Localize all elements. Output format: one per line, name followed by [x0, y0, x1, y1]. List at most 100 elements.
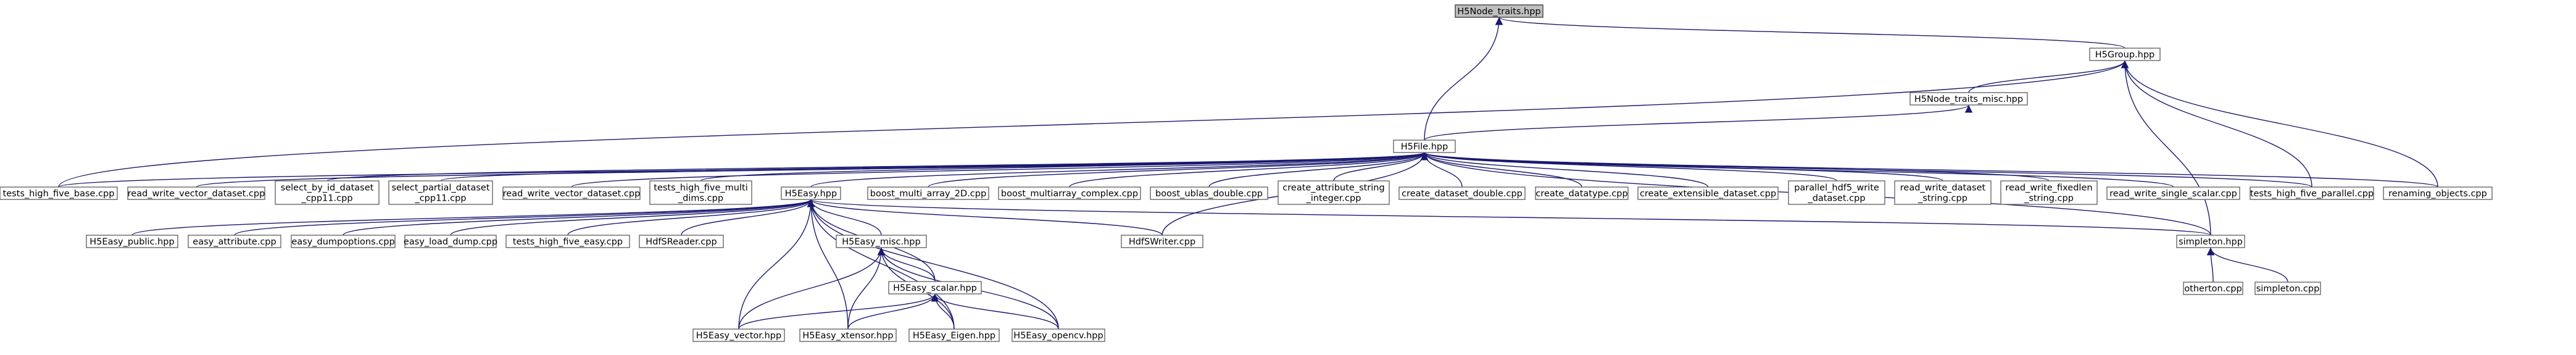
node-box — [275, 180, 380, 205]
node-box — [1637, 186, 1779, 200]
graph-node-create-datatype-cpp[interactable]: create_datatype.cpp — [1535, 186, 1629, 200]
node-label: _string.cpp — [2024, 194, 2074, 204]
node-box — [1398, 186, 1526, 200]
node-label: H5Node_traits.hpp — [1457, 7, 1540, 17]
graph-node-simpleton-cpp[interactable]: simpleton.cpp — [2254, 282, 2321, 295]
node-box — [2254, 282, 2321, 295]
node-label: H5Easy.hpp — [785, 189, 837, 199]
graph-node-h5easy-hpp[interactable]: H5Easy.hpp — [781, 186, 841, 200]
node-label: boost_multi_array_2D.cpp — [870, 189, 986, 199]
edge-n3-to-n2 — [1424, 104, 1972, 141]
graph-node-h5file-hpp[interactable]: H5File.hpp — [1393, 140, 1456, 153]
graph-node-read-write-single-scalar-cpp[interactable]: read_write_single_scalar.cpp — [2106, 186, 2240, 200]
graph-node-hdfswriter-cpp[interactable]: HdfSWriter.cpp — [1121, 235, 1203, 248]
edge-n37-to-n30 — [847, 247, 886, 330]
edge-n31-to-n10 — [807, 199, 1163, 236]
graph-node-easy-dumpoptions-cpp[interactable]: easy_dumpoptions.cpp — [291, 235, 396, 248]
graph-node-simpleton-hpp[interactable]: simpleton.hpp — [2176, 235, 2245, 248]
edge-n26-to-n10 — [343, 199, 815, 236]
graph-node-tests-high-five-easy-cpp[interactable]: tests_high_five_easy.cpp — [505, 235, 630, 248]
node-label: select_by_id_dataset — [281, 183, 374, 193]
node-label: read_write_vector_dataset.cpp — [503, 189, 641, 199]
edge-n22-to-n3 — [1421, 152, 2312, 188]
graph-node-h5easy-scalar-hpp[interactable]: H5Easy_scalar.hpp — [888, 281, 982, 294]
node-label: easy_load_dump.cpp — [404, 237, 497, 247]
edge-n16-to-n3 — [1420, 152, 1582, 188]
node-label: read_write_dataset — [1900, 183, 1986, 193]
graph-node-tests-high-five-multi-dims-cpp[interactable]: tests_high_five_multi_dims.cpp — [649, 180, 752, 205]
graph-node-read-write-vector-dataset-cpp[interactable]: read_write_vector_dataset.cpp — [502, 186, 641, 200]
node-label: select_partial_dataset — [391, 183, 489, 193]
graph-node-renaming-objects-cpp[interactable]: renaming_objects.cpp — [2383, 186, 2493, 200]
graph-node-easy-attribute-cpp[interactable]: easy_attribute.cpp — [188, 235, 281, 248]
node-box — [291, 235, 396, 248]
graph-node-select-partial-dataset-cpp11-cpp[interactable]: select_partial_dataset_cpp11.cpp — [388, 180, 493, 205]
node-label: easy_dumpoptions.cpp — [291, 237, 394, 247]
graph-node-h5easy-public-hpp[interactable]: H5Easy_public.hpp — [86, 235, 178, 248]
node-label: parallel_hdf5_write — [1794, 183, 1879, 193]
edge-n12-to-n3 — [1069, 152, 1429, 188]
node-label: _cpp11.cpp — [414, 194, 466, 204]
nodes: H5Node_traits.hppH5Group.hppH5Node_trait… — [0, 4, 2493, 342]
graph-node-h5easy-opencv-hpp[interactable]: H5Easy_opencv.hpp — [1012, 328, 1105, 342]
edges — [58, 17, 2438, 330]
node-label: HdfSReader.cpp — [646, 237, 717, 247]
node-label: H5Node_traits_misc.hpp — [1914, 94, 2023, 104]
node-box — [836, 235, 927, 248]
edge-n35-to-n32 — [2206, 247, 2288, 283]
node-box — [388, 180, 493, 205]
edge-n2-to-n1 — [1968, 60, 2129, 93]
edge-n18-to-n3 — [1421, 152, 1837, 182]
graph-node-select-by-id-dataset-cpp11-cpp[interactable]: select_by_id_dataset_cpp11.cpp — [275, 180, 380, 205]
graph-node-easy-load-dump-cpp[interactable]: easy_load_dump.cpp — [404, 235, 497, 248]
edge-n28-to-n10 — [567, 199, 815, 236]
graph-node-create-attribute-string-integer-cpp[interactable]: create_attribute_string_integer.cpp — [1278, 180, 1390, 205]
edge-n39-to-n33 — [931, 293, 1059, 330]
node-label: read_write_vector_dataset.cpp — [128, 189, 265, 199]
graph-node-h5node-traits-hpp[interactable]: H5Node_traits.hpp — [1455, 4, 1544, 18]
edge-n38-to-n10 — [807, 199, 955, 330]
graph-node-h5easy-eigen-hpp[interactable]: H5Easy_Eigen.hpp — [908, 328, 1000, 342]
graph-node-hdfsreader-cpp[interactable]: HdfSReader.cpp — [639, 235, 724, 248]
graph-node-tests-high-five-parallel-cpp[interactable]: tests_high_five_parallel.cpp — [2250, 186, 2374, 200]
edge-n30-to-n10 — [807, 199, 882, 236]
node-label: H5File.hpp — [1401, 142, 1448, 152]
node-box — [404, 235, 497, 248]
edge-n3-to-n0 — [1424, 17, 1503, 141]
graph-node-h5easy-misc-hpp[interactable]: H5Easy_misc.hpp — [836, 235, 927, 248]
edge-n37-to-n33 — [847, 293, 939, 330]
node-box — [1909, 92, 2028, 106]
graph-node-tests-high-five-base-cpp[interactable]: tests_high_five_base.cpp — [0, 186, 118, 200]
graph-node-h5easy-vector-hpp[interactable]: H5Easy_vector.hpp — [692, 328, 785, 342]
graph-node-otherton-cpp[interactable]: otherton.cpp — [2183, 282, 2243, 295]
graph-node-boost-ublas-double-cpp[interactable]: boost_ublas_double.cpp — [1150, 186, 1268, 200]
graph-node-read-write-vector-dataset-cpp[interactable]: read_write_vector_dataset.cpp — [127, 186, 265, 200]
node-label: H5Group.hpp — [2095, 50, 2154, 60]
graph-node-parallel-hdf5-write-dataset-cpp[interactable]: parallel_hdf5_write_dataset.cpp — [1788, 180, 1885, 205]
graph-node-h5group-hpp[interactable]: H5Group.hpp — [2089, 48, 2161, 61]
graph-node-create-dataset-double-cpp[interactable]: create_dataset_double.cpp — [1398, 186, 1526, 200]
graph-node-h5node-traits-misc-hpp[interactable]: H5Node_traits_misc.hpp — [1909, 92, 2028, 106]
edge-n36-to-n30 — [738, 247, 886, 330]
graph-node-h5easy-xtensor-hpp[interactable]: H5Easy_xtensor.hpp — [799, 328, 897, 342]
graph-node-create-extensible-dataset-cpp[interactable]: create_extensible_dataset.cpp — [1637, 186, 1779, 200]
node-label: easy_attribute.cpp — [193, 237, 276, 247]
node-label: simpleton.hpp — [2179, 237, 2243, 247]
graph-node-boost-multiarray-complex-cpp[interactable]: boost_multiarray_complex.cpp — [998, 186, 1141, 200]
graph-node-boost-multi-array-2d-cpp[interactable]: boost_multi_array_2D.cpp — [867, 186, 989, 200]
graph-node-read-write-dataset-string-cpp[interactable]: read_write_dataset_string.cpp — [1894, 180, 1992, 205]
node-label: H5Easy_scalar.hpp — [893, 283, 977, 293]
node-label: tests_high_five_multi — [654, 183, 747, 193]
node-box — [867, 186, 989, 200]
edge-n37-to-n10 — [807, 199, 849, 330]
node-box — [1012, 328, 1105, 342]
graph-node-read-write-fixedlen-string-cpp[interactable]: read_write_fixedlen_string.cpp — [2000, 180, 2098, 205]
node-label: H5Easy_misc.hpp — [842, 237, 920, 247]
edge-n9-to-n3 — [700, 152, 1428, 182]
edge-n7-to-n3 — [440, 152, 1428, 182]
node-box — [998, 186, 1141, 200]
node-box — [1894, 180, 1992, 205]
edge-n23-to-n1 — [2121, 60, 2438, 188]
node-box — [2183, 282, 2243, 295]
